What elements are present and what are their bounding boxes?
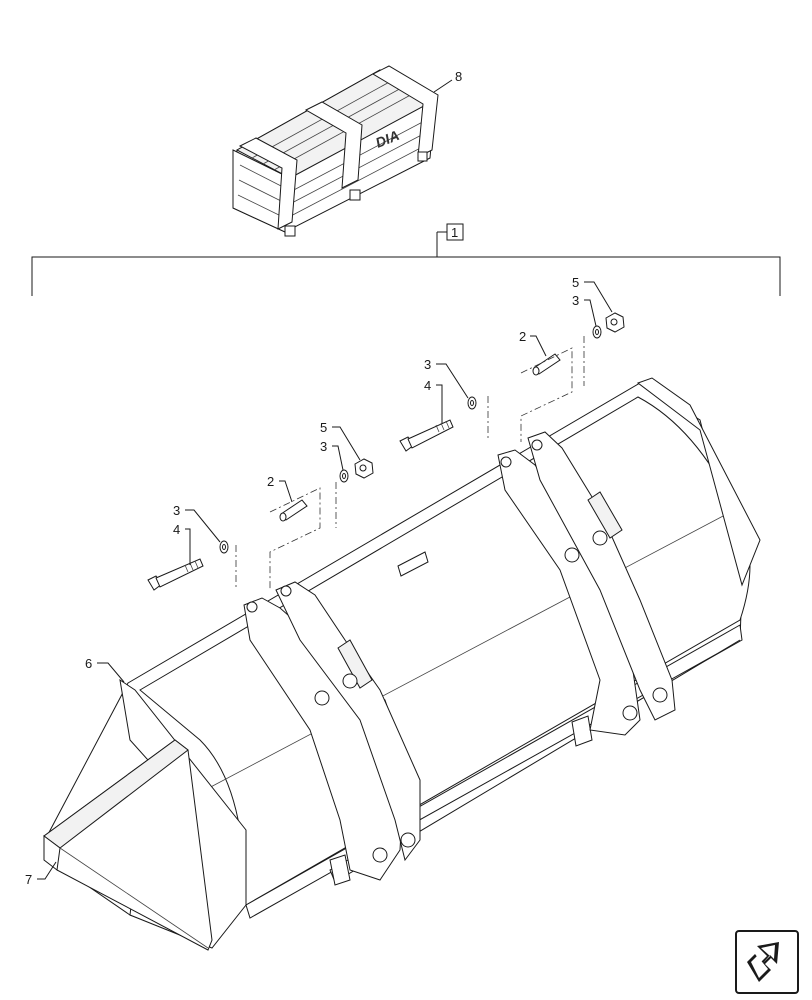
callout-4-right: 4 xyxy=(424,378,431,393)
callout-5-right: 5 xyxy=(572,275,579,290)
callout-3-right-bolt: 3 xyxy=(424,357,431,372)
next-page-arrow-icon xyxy=(747,942,779,982)
nut-left xyxy=(354,458,374,479)
callout-8: 8 xyxy=(455,69,462,84)
callout-3-left-bolt: 3 xyxy=(173,503,180,518)
callout-4-left: 4 xyxy=(173,522,180,537)
bolt-right xyxy=(399,419,454,452)
shipping-crate: DIA xyxy=(232,65,439,237)
leader-8 xyxy=(433,79,453,93)
callout-6: 6 xyxy=(85,656,92,671)
callout-2-left: 2 xyxy=(267,474,274,489)
assembly-bracket xyxy=(31,223,781,296)
callout-1: 1 xyxy=(451,225,458,240)
left-mount-bracket xyxy=(243,581,421,881)
callout-7: 7 xyxy=(25,872,32,887)
callout-5-left: 5 xyxy=(320,420,327,435)
right-mount-bracket xyxy=(497,431,676,736)
bolt-left xyxy=(147,558,204,591)
next-page-button[interactable] xyxy=(735,930,799,994)
callout-3-left-nut: 3 xyxy=(320,439,327,454)
pin-right xyxy=(532,353,561,376)
callout-2-right: 2 xyxy=(519,329,526,344)
callout-3-right-nut: 3 xyxy=(572,293,579,308)
pin-left xyxy=(279,499,308,522)
assembly-centerlines xyxy=(235,336,585,590)
nut-right xyxy=(605,312,625,333)
